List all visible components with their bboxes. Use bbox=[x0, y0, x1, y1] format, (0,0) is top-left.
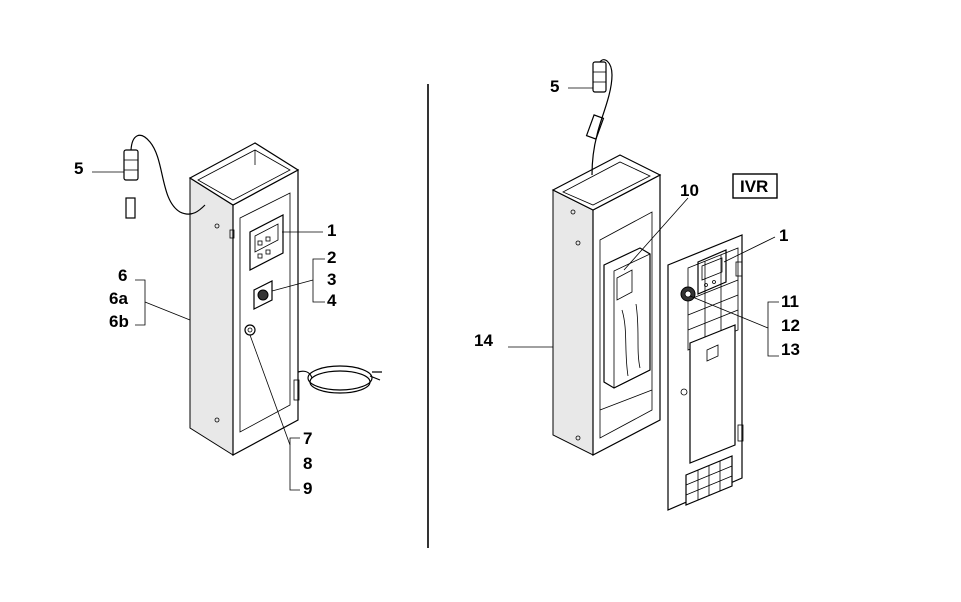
ivr-box bbox=[732, 173, 778, 199]
door-vent bbox=[685, 455, 733, 506]
label-11: 11 bbox=[781, 292, 799, 311]
label-5-left: 5 bbox=[74, 159, 83, 178]
open-enclosure-top bbox=[551, 154, 662, 211]
label-2: 2 bbox=[327, 248, 336, 267]
left-leader-lines bbox=[92, 171, 325, 491]
enclosure-side-panel bbox=[189, 177, 234, 456]
label-5-right: 5 bbox=[550, 77, 559, 96]
label-7: 7 bbox=[303, 429, 312, 448]
enclosure-door bbox=[239, 192, 291, 433]
label-14: 14 bbox=[474, 331, 493, 350]
label-10: 10 bbox=[680, 181, 699, 200]
label-1-left: 1 bbox=[327, 221, 336, 240]
open-enclosure-side bbox=[552, 189, 594, 456]
door-cover-plate bbox=[689, 324, 736, 464]
disconnect-switch bbox=[253, 280, 273, 310]
left-enclosure-assembly bbox=[123, 134, 382, 457]
label-6b: 6b bbox=[109, 312, 129, 331]
label-4: 4 bbox=[327, 291, 337, 310]
label-6: 6 bbox=[118, 266, 127, 285]
enclosure-top bbox=[188, 142, 300, 206]
label-13: 13 bbox=[781, 340, 800, 359]
door-grid-upper bbox=[687, 247, 739, 351]
label-6a: 6a bbox=[109, 289, 128, 308]
label-ivr: IVR bbox=[740, 177, 768, 196]
label-9: 9 bbox=[303, 479, 312, 498]
drive-unit bbox=[603, 247, 651, 389]
enclosure-front-panel bbox=[232, 168, 299, 457]
label-8: 8 bbox=[303, 454, 312, 473]
sensor-probe bbox=[123, 134, 206, 219]
label-3: 3 bbox=[327, 270, 336, 289]
right-enclosure-assembly bbox=[551, 59, 778, 511]
sensor-probe-right bbox=[585, 59, 613, 176]
indicator-light bbox=[244, 324, 256, 336]
label-1-right: 1 bbox=[779, 226, 788, 245]
label-12: 12 bbox=[781, 316, 800, 335]
keypad-display bbox=[249, 214, 284, 271]
power-cable bbox=[297, 365, 382, 394]
right-leader-lines bbox=[508, 87, 779, 357]
